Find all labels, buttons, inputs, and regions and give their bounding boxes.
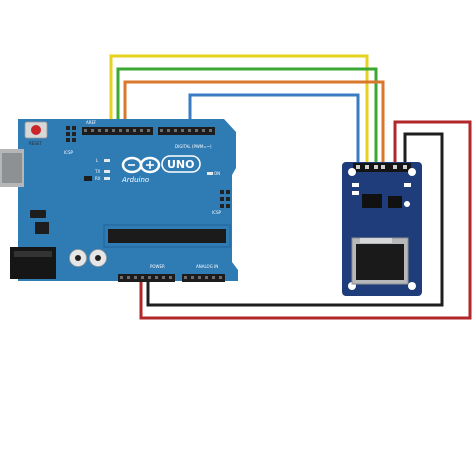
analog-header: [182, 274, 225, 282]
crystal: [30, 210, 46, 218]
analog-label: ANALOG IN: [196, 264, 218, 269]
power-label: POWER: [150, 264, 165, 269]
sd-pin[interactable]: [365, 165, 369, 169]
rx-label: RX: [95, 176, 101, 181]
sd-mount-hole: [408, 282, 416, 290]
wire-blue: [188, 93, 360, 166]
sd-mount-hole: [348, 168, 356, 176]
usb-connector-inner: [2, 153, 22, 183]
sd-resistor: [352, 183, 359, 187]
sd-regulator: [388, 196, 402, 208]
uno-label: UNO: [167, 158, 195, 171]
digital-header-strip: [158, 127, 215, 135]
power-header-pin[interactable]: [127, 276, 130, 279]
analog-header-pin[interactable]: [198, 276, 201, 279]
digital-header-pin[interactable]: [147, 129, 150, 132]
uno-badge: [161, 155, 201, 173]
wire-orange: [123, 80, 385, 166]
digital-header-pin[interactable]: [91, 129, 94, 132]
on-label: ON: [214, 171, 220, 176]
digital-header-pin[interactable]: [209, 129, 212, 132]
led-rx: [104, 177, 110, 180]
digital-label: DIGITAL (PWM=~): [175, 144, 212, 149]
l-label: L: [96, 158, 99, 163]
led-l: [104, 159, 110, 162]
regulator: [35, 222, 49, 234]
digital-header-pin[interactable]: [112, 129, 115, 132]
digital-header-pin[interactable]: [105, 129, 108, 132]
power-header-pin[interactable]: [134, 276, 137, 279]
digital-header-pin[interactable]: [202, 129, 205, 132]
sd-pin[interactable]: [381, 165, 385, 169]
analog-header-pin[interactable]: [219, 276, 222, 279]
chip-socket: [103, 224, 231, 248]
power-header-pin[interactable]: [120, 276, 123, 279]
arduino-uno-board: RESET ICSP DIGITAL (PWM=~) AREF L TX RX: [0, 119, 238, 282]
wire-green: [116, 67, 378, 166]
power-header-pin[interactable]: [162, 276, 165, 279]
digital-header-pin[interactable]: [160, 129, 163, 132]
icsp-label: ICSP: [212, 210, 222, 215]
power-header-pin[interactable]: [155, 276, 158, 279]
digital-header-pin[interactable]: [167, 129, 170, 132]
digital-header: [82, 127, 215, 135]
icsp2-label: ICSP: [64, 150, 74, 155]
digital-header-pin[interactable]: [84, 129, 87, 132]
reset-button-cap[interactable]: [31, 125, 41, 135]
sd-card-slot-lip: [360, 238, 392, 243]
digital-header-pin[interactable]: [195, 129, 198, 132]
sd-pin-header: [353, 163, 411, 172]
digital-header-pin[interactable]: [174, 129, 177, 132]
wire-black: [146, 132, 444, 307]
led-on: [207, 172, 213, 175]
digital-header-pin[interactable]: [126, 129, 129, 132]
analog-header-pin[interactable]: [205, 276, 208, 279]
sd-card-module: [342, 162, 422, 296]
sd-cap: [404, 201, 410, 207]
analog-header-pin[interactable]: [191, 276, 194, 279]
sd-mount-hole: [408, 168, 416, 176]
sd-resistor: [352, 191, 359, 195]
aref-label: AREF: [86, 120, 97, 125]
icsp-header-2: [66, 126, 76, 142]
arduino-brand: Arduino: [121, 176, 149, 184]
sd-pin[interactable]: [403, 165, 407, 169]
atmega-chip: [108, 229, 226, 243]
digital-header-pin[interactable]: [181, 129, 184, 132]
digital-header-pin[interactable]: [188, 129, 191, 132]
analog-header-pin[interactable]: [184, 276, 187, 279]
capacitor-small: [84, 176, 92, 181]
digital-header-strip: [82, 127, 153, 135]
arduino-logo: [121, 156, 161, 174]
reset-label: RESET: [29, 141, 42, 146]
sd-card-slot-inner: [356, 244, 404, 280]
power-header-pin[interactable]: [141, 276, 144, 279]
led-tx: [104, 170, 110, 173]
sd-pin[interactable]: [393, 165, 397, 169]
digital-header-pin[interactable]: [98, 129, 101, 132]
sd-pin[interactable]: [374, 165, 378, 169]
icsp-header: [220, 190, 230, 208]
tx-label: TX: [94, 169, 100, 174]
wires: [109, 54, 472, 320]
sd-resistor: [404, 183, 411, 187]
power-jack-top: [14, 251, 52, 257]
wire-yellow: [109, 54, 369, 166]
wire-red: [139, 120, 472, 320]
power-header: [118, 274, 175, 282]
sd-pin[interactable]: [356, 165, 360, 169]
power-header-pin[interactable]: [148, 276, 151, 279]
power-header-strip: [118, 274, 175, 282]
analog-header-pin[interactable]: [212, 276, 215, 279]
power-header-pin[interactable]: [169, 276, 172, 279]
analog-header-strip: [182, 274, 225, 282]
digital-header-pin[interactable]: [119, 129, 122, 132]
sd-ic: [362, 194, 382, 208]
capacitors: [69, 249, 107, 267]
digital-header-pin[interactable]: [140, 129, 143, 132]
digital-header-pin[interactable]: [133, 129, 136, 132]
